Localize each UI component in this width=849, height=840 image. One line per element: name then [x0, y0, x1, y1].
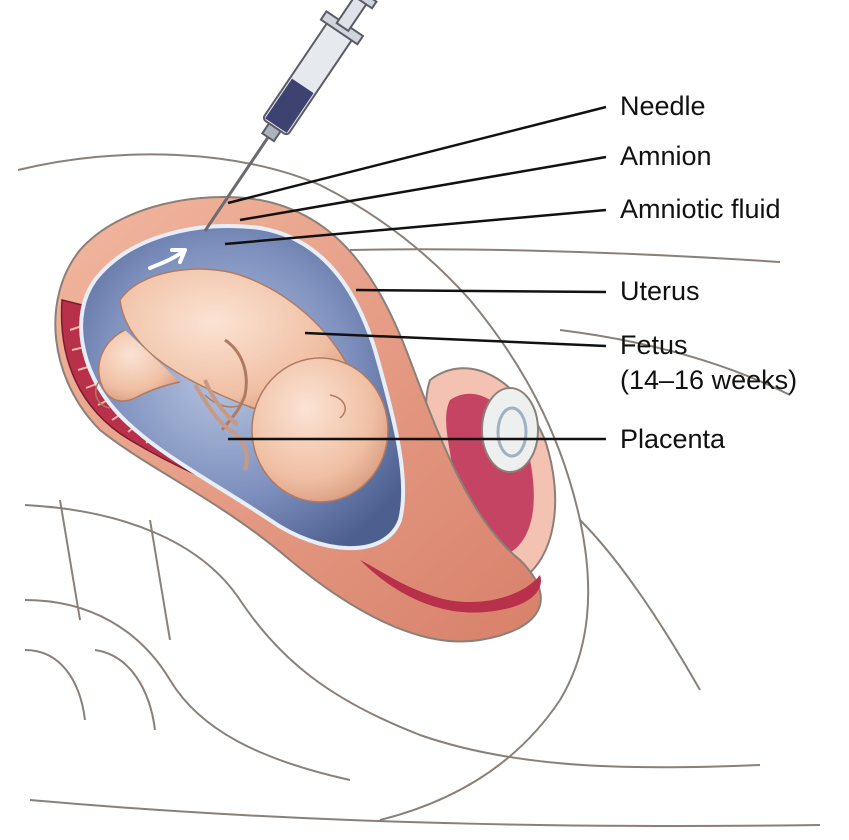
label-amniotic-fluid: Amniotic fluid: [620, 193, 781, 225]
label-amnion: Amnion: [620, 140, 712, 172]
label-placenta: Placenta: [620, 423, 725, 455]
uterus-pointer: [356, 290, 606, 292]
label-uterus: Uterus: [620, 275, 700, 307]
amnion-pointer: [240, 157, 606, 220]
label-fetus: Fetus: [620, 329, 688, 361]
label-needle: Needle: [620, 90, 706, 122]
label-fetus-age: (14–16 weeks): [620, 364, 797, 396]
